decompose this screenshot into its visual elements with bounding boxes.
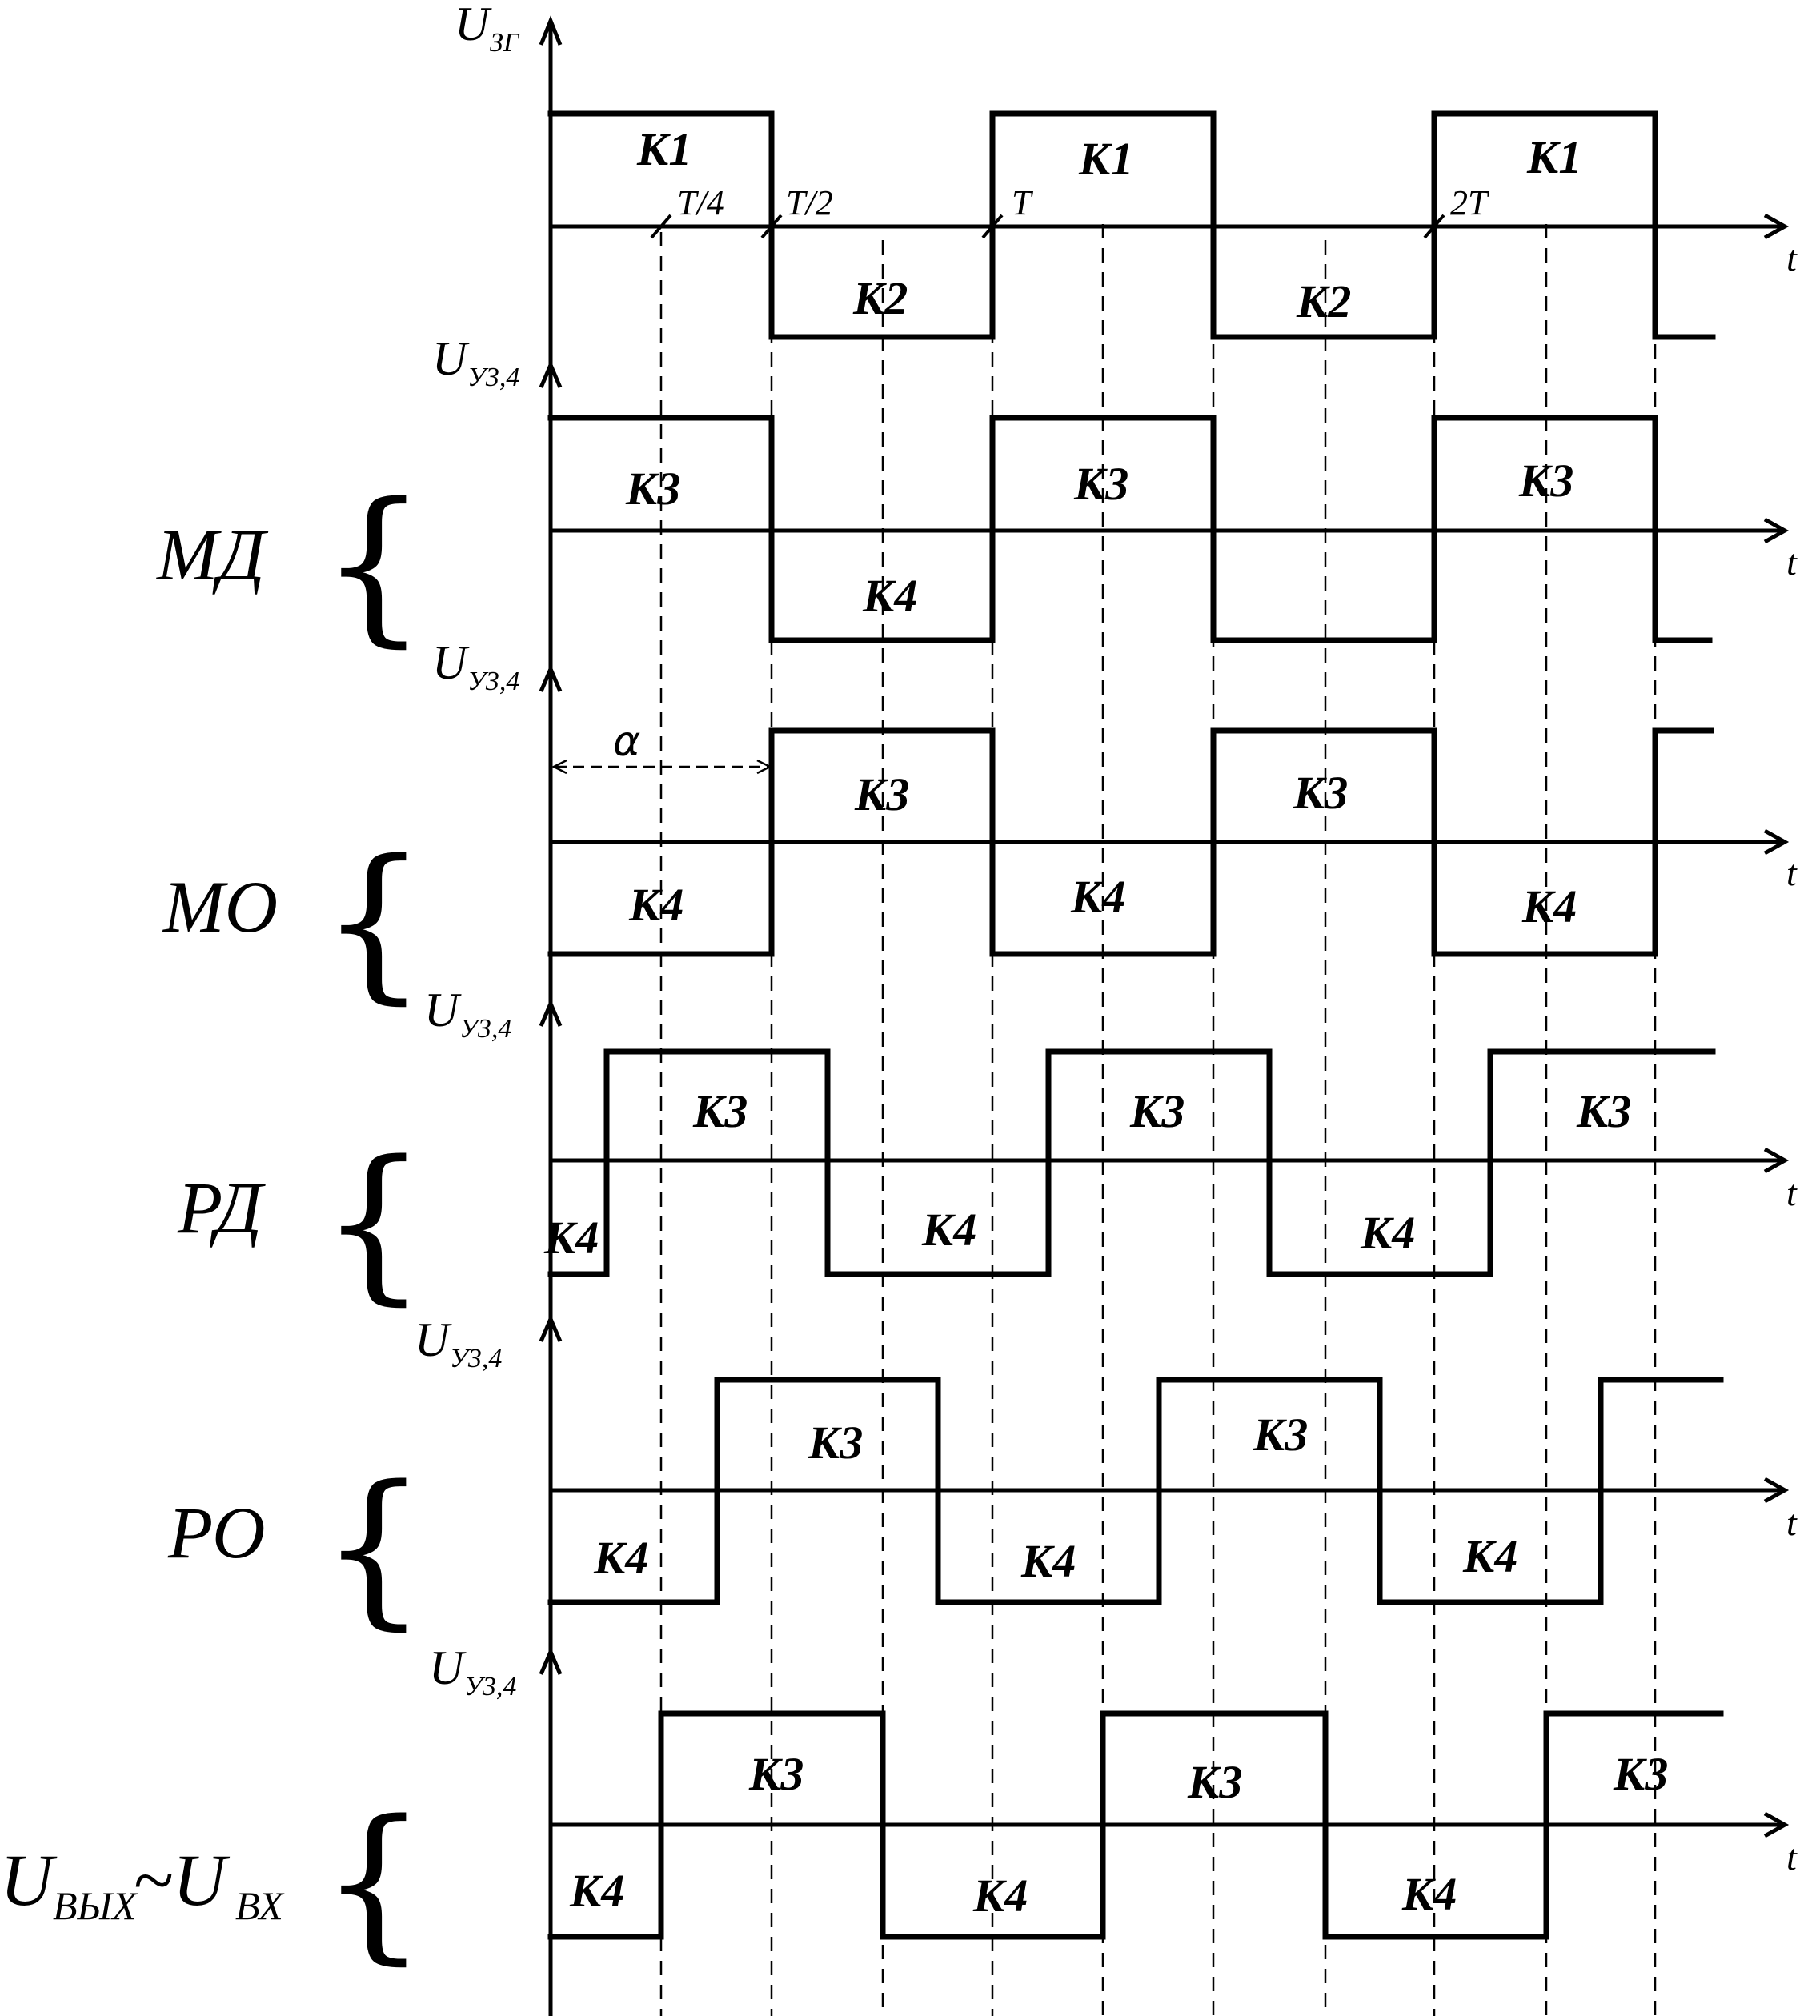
y-label-sub: У3,4 — [467, 363, 519, 392]
signal-zg — [547, 110, 1716, 340]
y-label-sub: ЗГ — [490, 28, 520, 58]
signal-out — [547, 1710, 1724, 1940]
k-label: К3 — [1129, 1085, 1185, 1137]
brace-icon: { — [320, 467, 427, 663]
marker-t4: T/4 — [677, 183, 724, 222]
k-label: К3 — [625, 463, 680, 515]
k-label: К4 — [1020, 1535, 1076, 1587]
k-label: К4 — [1360, 1207, 1415, 1259]
t-axis-label: t — [1786, 238, 1798, 279]
mode-label: U — [0, 1839, 58, 1921]
brace-icon: { — [320, 1784, 427, 1980]
marker-t2: T/2 — [786, 183, 833, 222]
k-label: К3 — [1576, 1085, 1631, 1137]
alpha-label: α — [613, 718, 640, 766]
row-zg: U ЗГ t T/4 T/2 T 2T К1 К2 К1 К2 К1 — [455, 0, 1798, 340]
k-label: К3 — [692, 1085, 748, 1137]
vertical-axis — [539, 15, 563, 2016]
k-label: К4 — [593, 1532, 648, 1584]
mode-label: РО — [167, 1492, 265, 1573]
k-label: К4 — [543, 1212, 599, 1264]
y-label-sub: У3,4 — [464, 1672, 516, 1701]
row-out: U У3,4 t { U ВЫХ ~U ВХ К4 К3 К4 К3 К4 К3 — [0, 1641, 1798, 1980]
brace-icon: { — [320, 824, 427, 1020]
k-label: К2 — [1296, 275, 1351, 327]
brace-icon: { — [320, 1449, 427, 1645]
k-label: К3 — [854, 768, 909, 820]
k-label: К4 — [1070, 871, 1125, 923]
k-label: К1 — [1078, 133, 1133, 185]
k-label: К4 — [1401, 1868, 1457, 1920]
row-ro: U У3,4 t { РО К4 К3 К4 К3 К4 — [167, 1313, 1798, 1645]
t-axis-label: t — [1786, 1502, 1798, 1543]
k-label: К3 — [1613, 1748, 1668, 1800]
k-label: К3 — [748, 1748, 804, 1800]
row-mo: U У3,4 t α { МО К3 К3 К4 К4 К4 — [162, 636, 1798, 1020]
k-label: К4 — [569, 1865, 624, 1917]
mode-label-2-sub: ВХ — [235, 1883, 285, 1928]
marker-2t: 2T — [1450, 183, 1490, 222]
row-rd: U У3,4 t { РД К4 К3 К4 К3 К4 К3 — [177, 984, 1798, 1321]
k-label: К4 — [1521, 880, 1577, 932]
k-label: К1 — [636, 123, 692, 175]
y-label-main: U — [424, 984, 462, 1036]
marker-t: T — [1012, 183, 1034, 222]
k-label: К3 — [1187, 1756, 1242, 1808]
signal-ro — [547, 1377, 1724, 1605]
mode-label: МО — [162, 866, 278, 948]
k-label: К4 — [862, 570, 917, 622]
y-label-main: U — [455, 0, 492, 50]
mode-label-sub: ВЫХ — [53, 1883, 138, 1928]
k-label: К4 — [628, 879, 684, 931]
t-axis-label: t — [1786, 542, 1798, 583]
k-label: К3 — [1293, 767, 1348, 819]
mode-label-2: ~U — [133, 1839, 231, 1921]
t-axis-label: t — [1786, 1837, 1798, 1878]
k-label: К4 — [1462, 1530, 1517, 1582]
y-label-main: U — [429, 1641, 467, 1694]
y-label-main: U — [432, 636, 470, 689]
k-label: К1 — [1526, 131, 1581, 183]
y-label-sub: У3,4 — [459, 1014, 511, 1044]
k-label: К3 — [1253, 1409, 1308, 1461]
y-label-sub: У3,4 — [467, 667, 519, 696]
brace-icon: { — [320, 1124, 427, 1321]
t-axis-label: t — [1786, 1172, 1798, 1213]
t-axis-label: t — [1786, 852, 1798, 893]
k-label: К3 — [808, 1417, 863, 1469]
k-label: К3 — [1073, 458, 1128, 510]
mode-label: РД — [177, 1167, 266, 1248]
k-label: К2 — [852, 272, 908, 324]
k-label: К4 — [972, 1870, 1028, 1922]
k-label: К4 — [921, 1204, 976, 1256]
signal-md — [547, 415, 1713, 643]
y-label-main: U — [432, 332, 470, 385]
signal-mo — [547, 727, 1714, 957]
k-label: К3 — [1518, 455, 1573, 507]
row-md: U У3,4 t { МД К3 К4 К3 К3 — [155, 332, 1798, 663]
signal-rd — [547, 1048, 1716, 1277]
y-label-sub: У3,4 — [450, 1344, 502, 1373]
mode-label: МД — [155, 514, 269, 595]
y-label-main: U — [415, 1313, 452, 1366]
